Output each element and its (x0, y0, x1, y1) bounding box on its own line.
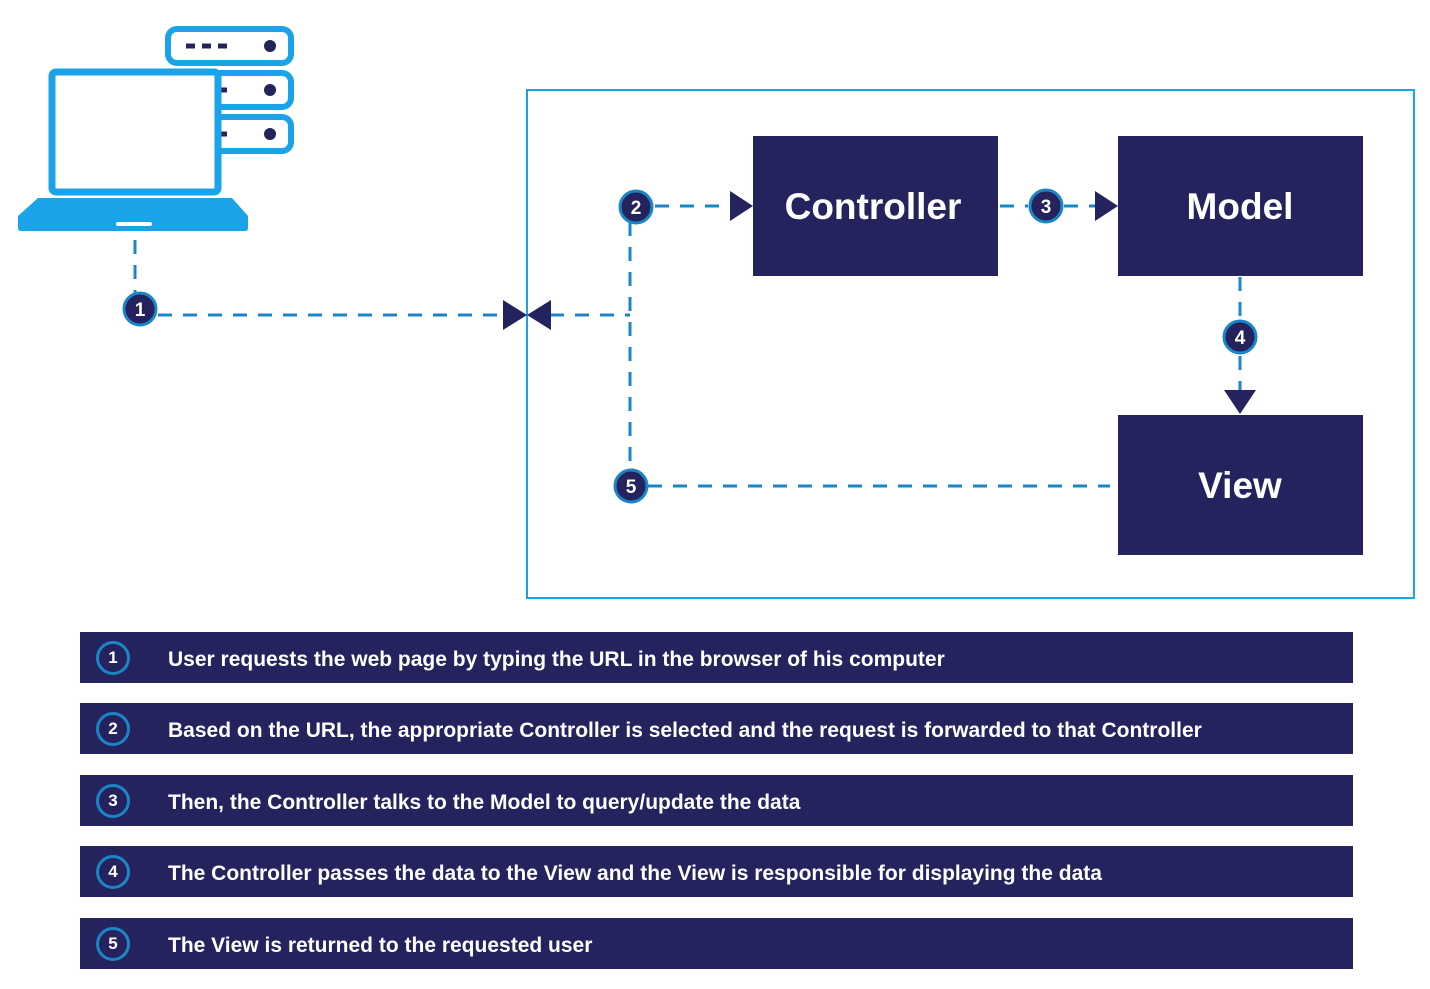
laptop-icon (18, 68, 248, 231)
step-badge-2: 2 (618, 189, 654, 225)
arrowhead-to-client (527, 300, 551, 330)
legend-number-4: 4 (96, 855, 130, 889)
arrowheads (503, 191, 1256, 414)
legend-text-3: Then, the Controller talks to the Model … (168, 791, 801, 814)
arrowhead-to-model (1095, 191, 1118, 221)
arrowhead-to-controller (730, 191, 753, 221)
arrowhead-to-view (1224, 390, 1256, 414)
step-badge-3: 3 (1028, 188, 1064, 224)
model-box (1118, 136, 1363, 276)
svg-text:1: 1 (135, 300, 146, 321)
svg-text:4: 4 (1235, 328, 1246, 349)
step-badge-1: 1 (122, 291, 158, 327)
legend-number-1: 1 (96, 641, 130, 675)
svg-text:3: 3 (1041, 197, 1052, 218)
svg-text:5: 5 (626, 477, 637, 498)
svg-text:2: 2 (631, 198, 642, 219)
legend-row-3: 3 Then, the Controller talks to the Mode… (80, 775, 1353, 826)
model-label: Model (1187, 186, 1294, 227)
legend-text-5: The View is returned to the requested us… (168, 934, 593, 957)
mvc-container (526, 89, 1415, 599)
view-box (1118, 415, 1363, 555)
legend-row-5: 5 The View is returned to the requested … (80, 918, 1353, 969)
controller-box (753, 136, 998, 276)
arrowhead-to-container (503, 300, 527, 330)
legend-number-2: 2 (96, 712, 130, 746)
legend-row-4: 4 The Controller passes the data to the … (80, 846, 1353, 897)
view-label: View (1198, 465, 1282, 506)
legend-text-1: User requests the web page by typing the… (168, 648, 945, 671)
legend-text-2: Based on the URL, the appropriate Contro… (168, 719, 1202, 742)
legend-text-4: The Controller passes the data to the Vi… (168, 862, 1102, 885)
legend-number-5: 5 (96, 927, 130, 961)
legend-row-1: 1 User requests the web page by typing t… (80, 632, 1353, 683)
legend-row-2: 2 Based on the URL, the appropriate Cont… (80, 703, 1353, 754)
step-badge-4: 4 (1222, 319, 1258, 355)
connector-lines (133, 204, 1242, 488)
step-badge-5: 5 (613, 468, 649, 504)
legend-number-3: 3 (96, 784, 130, 818)
controller-label: Controller (785, 186, 962, 227)
